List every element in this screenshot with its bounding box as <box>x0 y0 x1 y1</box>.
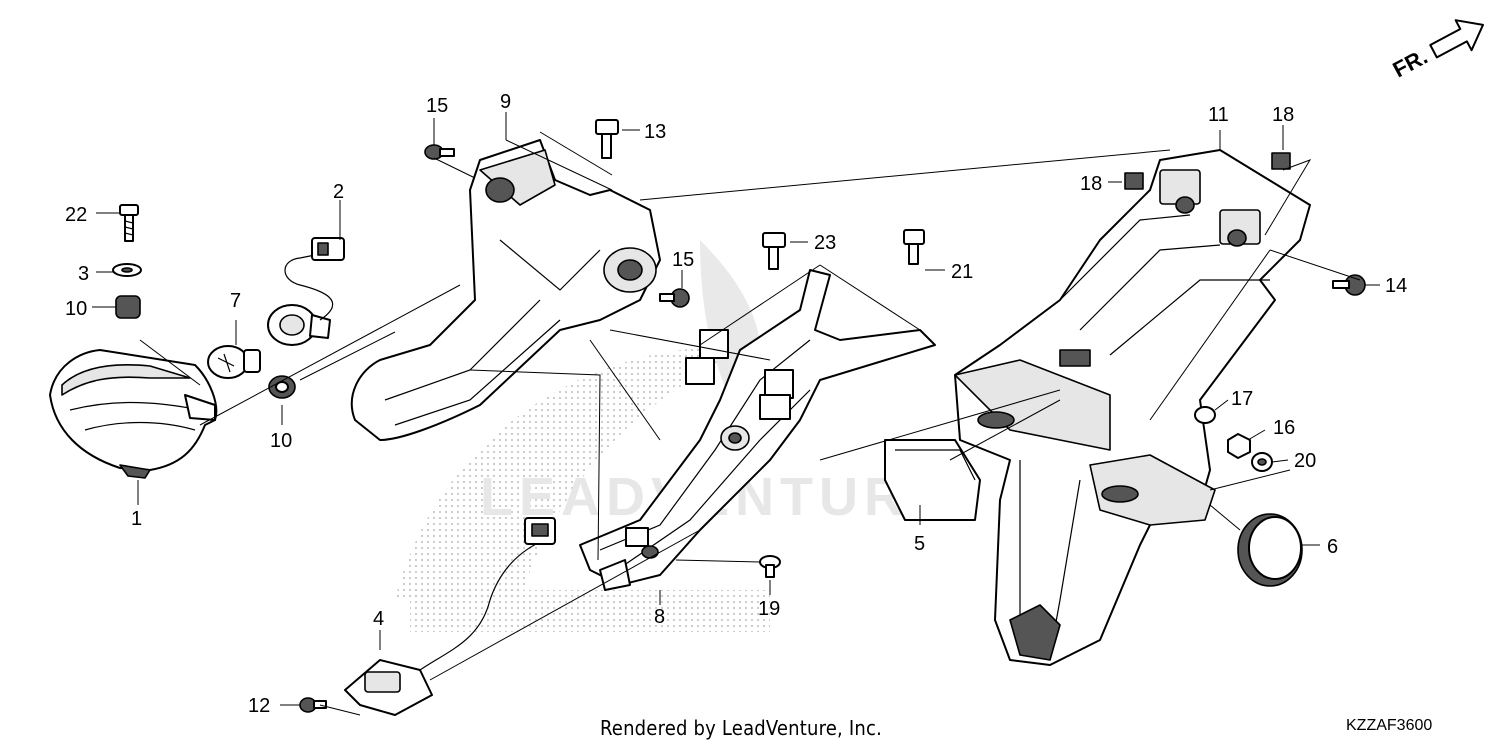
callout-9: 9 <box>500 91 511 113</box>
bolt-15-mid <box>659 288 690 308</box>
clip-18-right <box>1271 152 1291 170</box>
leader-lines <box>92 112 1380 716</box>
reflector-5 <box>884 439 981 521</box>
front-direction-indicator: FR. <box>1389 19 1485 83</box>
callout-13: 13 <box>644 121 666 143</box>
callout-3: 3 <box>78 263 89 285</box>
callout-5: 5 <box>914 533 925 555</box>
socket-harness-2 <box>267 237 345 346</box>
cap-6 <box>1237 513 1303 587</box>
callout-16: 16 <box>1273 417 1295 439</box>
diagram-code: KZZAF3600 <box>1346 717 1433 734</box>
screw-12 <box>299 697 327 713</box>
callout-14: 14 <box>1385 275 1407 297</box>
bolt-13 <box>595 119 619 159</box>
callout-23: 23 <box>814 232 836 254</box>
clip-18-left <box>1124 172 1144 190</box>
rear-fender-11 <box>954 149 1311 666</box>
washer-20 <box>1251 452 1273 472</box>
bulb-7 <box>207 345 261 379</box>
bolt-21 <box>903 229 925 265</box>
callout-11: 11 <box>1208 104 1229 126</box>
callout-15-mid: 15 <box>672 249 694 271</box>
nut-16 <box>1227 433 1251 459</box>
bolt-22 <box>119 204 139 242</box>
callout-12: 12 <box>248 695 270 717</box>
callout-8: 8 <box>654 606 665 628</box>
callout-6: 6 <box>1327 536 1338 558</box>
callout-10-left: 10 <box>65 298 87 320</box>
front-arrow-icon <box>1429 19 1485 59</box>
license-light-4 <box>344 517 556 716</box>
callout-21: 21 <box>951 261 973 283</box>
washer-3 <box>112 263 142 277</box>
callout-2: 2 <box>333 181 344 203</box>
callout-17: 17 <box>1231 388 1253 410</box>
front-direction-label: FR. <box>1389 44 1432 83</box>
nut-17 <box>1194 406 1216 424</box>
callout-20: 20 <box>1294 450 1316 472</box>
bracket-frame-8 <box>579 269 936 591</box>
bolt-14 <box>1332 274 1366 296</box>
callout-10-right: 10 <box>270 430 292 452</box>
bolt-23 <box>762 232 786 270</box>
callout-22: 22 <box>65 204 87 226</box>
callout-labels: 1 2 3 4 5 6 7 8 9 10 10 11 12 13 14 15 1… <box>65 91 1407 717</box>
tail-light-assembly <box>49 349 218 479</box>
grommet-10-left <box>115 295 141 319</box>
grommet-10-right <box>268 375 296 399</box>
footer-credit: Rendered by LeadVenture, Inc. <box>600 716 882 740</box>
screw-19 <box>759 555 781 578</box>
callout-18-left: 18 <box>1080 173 1102 195</box>
callout-15-top: 15 <box>426 95 448 117</box>
callout-4: 4 <box>373 608 384 630</box>
callout-7: 7 <box>230 290 241 312</box>
callout-1: 1 <box>131 508 142 530</box>
bolt-15-top <box>424 144 455 160</box>
callout-18-top: 18 <box>1272 104 1294 126</box>
callout-19: 19 <box>758 598 780 620</box>
